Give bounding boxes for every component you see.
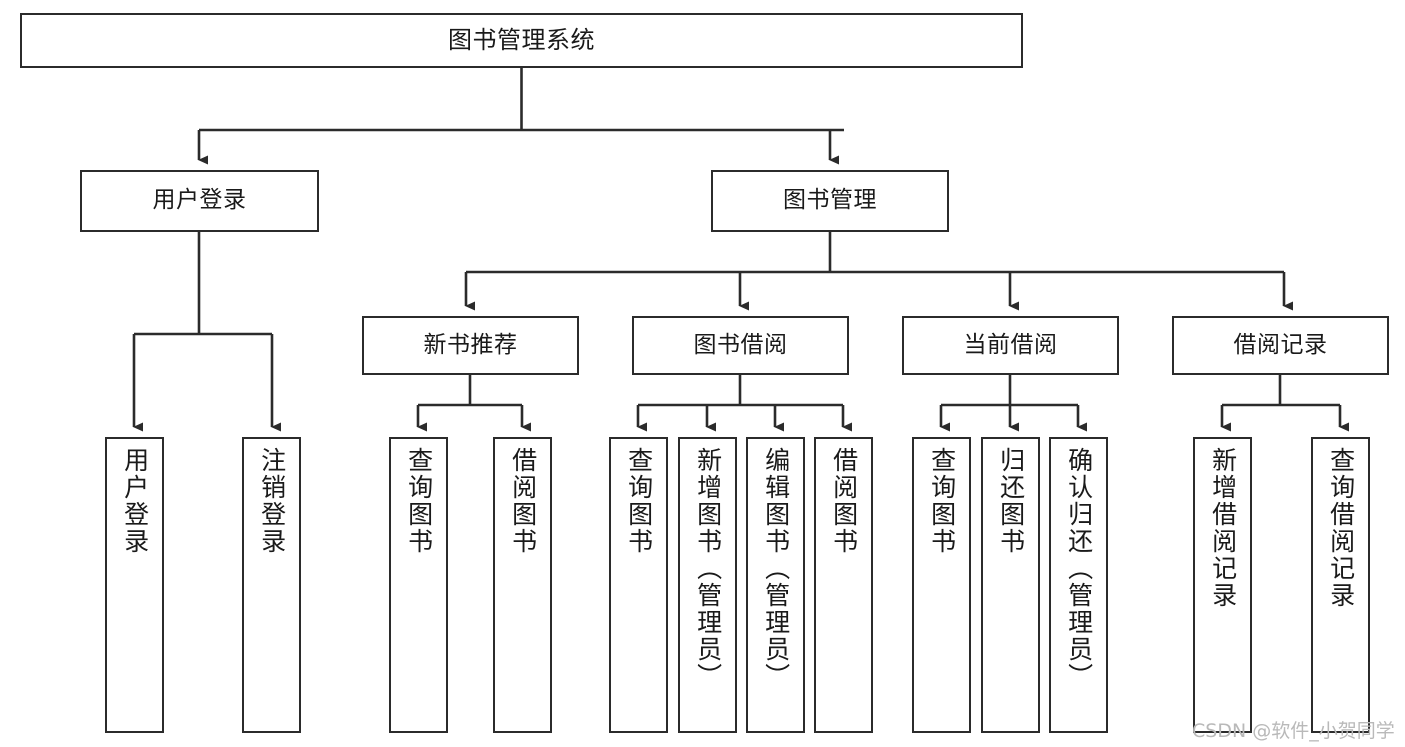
node-leaf-return-book[interactable]: 归还图书	[981, 437, 1040, 733]
node-label: 注销登录	[257, 447, 287, 555]
node-borrowing-record[interactable]: 借阅记录	[1172, 316, 1389, 375]
node-label: 用户登录	[120, 447, 150, 555]
node-label: 新增图书（管理员）	[693, 447, 723, 690]
node-label: 查询图书	[927, 447, 957, 555]
node-label: 借阅图书	[508, 447, 538, 555]
node-leaf-confirm-return-admin[interactable]: 确认归还（管理员）	[1049, 437, 1108, 733]
node-label: 查询图书	[624, 447, 654, 555]
node-leaf-user-login[interactable]: 用户登录	[105, 437, 164, 733]
csdn-watermark: CSDN @软件_小贺同学	[1192, 720, 1395, 742]
node-leaf-query-borrow-record[interactable]: 查询借阅记录	[1311, 437, 1370, 733]
node-leaf-borrow-book-1[interactable]: 借阅图书	[493, 437, 552, 733]
node-label: 当前借阅	[963, 331, 1058, 358]
node-label: 借阅图书	[829, 447, 859, 555]
node-leaf-borrow-book-2[interactable]: 借阅图书	[814, 437, 873, 733]
node-leaf-add-borrow-record[interactable]: 新增借阅记录	[1193, 437, 1252, 733]
node-label: 确认归还（管理员）	[1064, 447, 1094, 690]
node-label: 新书推荐	[423, 331, 518, 358]
node-root-book-management-system[interactable]: 图书管理系统	[20, 13, 1023, 68]
node-label: 新增借阅记录	[1208, 447, 1238, 609]
node-book-management[interactable]: 图书管理	[711, 170, 949, 232]
node-leaf-query-book-2[interactable]: 查询图书	[609, 437, 668, 733]
node-label: 查询借阅记录	[1326, 447, 1356, 609]
node-label: 用户登录	[152, 187, 247, 214]
node-label: 查询图书	[404, 447, 434, 555]
node-current-borrowing[interactable]: 当前借阅	[902, 316, 1119, 375]
node-book-borrowing[interactable]: 图书借阅	[632, 316, 849, 375]
node-label: 编辑图书（管理员）	[761, 447, 791, 690]
node-leaf-add-book-admin[interactable]: 新增图书（管理员）	[678, 437, 737, 733]
node-leaf-edit-book-admin[interactable]: 编辑图书（管理员）	[746, 437, 805, 733]
node-new-book-recommendation[interactable]: 新书推荐	[362, 316, 579, 375]
node-leaf-query-book-1[interactable]: 查询图书	[389, 437, 448, 733]
node-leaf-query-book-3[interactable]: 查询图书	[912, 437, 971, 733]
node-label: 图书借阅	[693, 331, 788, 358]
node-label: 归还图书	[996, 447, 1026, 555]
node-label: 图书管理系统	[448, 26, 595, 55]
node-label: 图书管理	[783, 187, 877, 214]
node-user-login[interactable]: 用户登录	[80, 170, 319, 232]
node-leaf-logout[interactable]: 注销登录	[242, 437, 301, 733]
node-label: 借阅记录	[1233, 331, 1328, 358]
